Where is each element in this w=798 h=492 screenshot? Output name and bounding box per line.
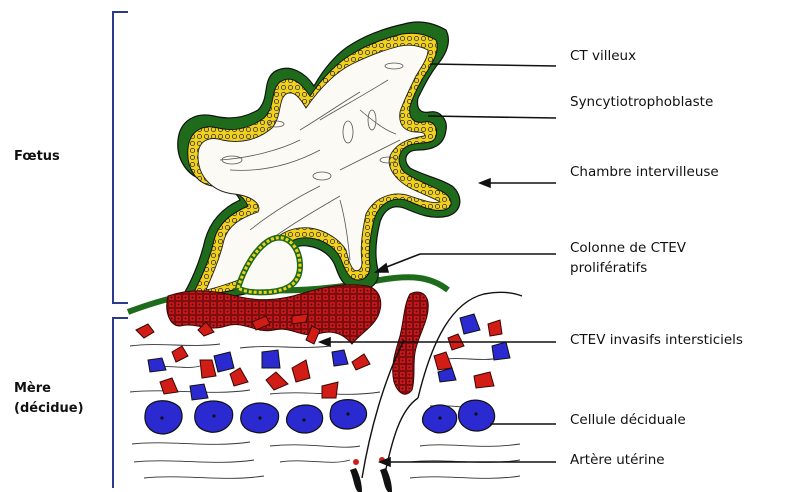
callout-colonne-line1: Colonne de CTEV [570,238,686,258]
foetus-label: Fœtus [14,146,60,167]
callout-colonne-line2: prolifératifs [570,258,647,278]
colonne-leader [384,254,420,268]
callout-cellule-deciduale: Cellule déciduale [570,410,686,430]
syncytio-leader [428,116,556,118]
callout-ctev-invasifs: CTEV invasifs intersticiels [570,330,743,350]
ct-villeux-leader [430,64,556,66]
decidual-cells-large [145,400,495,434]
mere-bracket [113,318,128,488]
chambre-arrowhead [480,179,490,187]
artery-base-right [380,468,392,492]
callout-chambre-intervilleuse: Chambre intervilleuse [570,162,719,182]
decidue-label: (décidue) [14,398,84,419]
callout-artere-uterine: Artère utérine [570,450,665,470]
foetus-bracket [113,12,128,303]
invasifs-arrowhead [320,338,330,346]
artery-base-left [350,468,362,492]
callout-ct-villeux: CT villeux [570,46,636,66]
mere-label: Mère [14,378,51,399]
callout-syncytiotrophoblaste: Syncytiotrophoblaste [570,92,713,112]
artery-red-dot-1 [353,459,359,465]
